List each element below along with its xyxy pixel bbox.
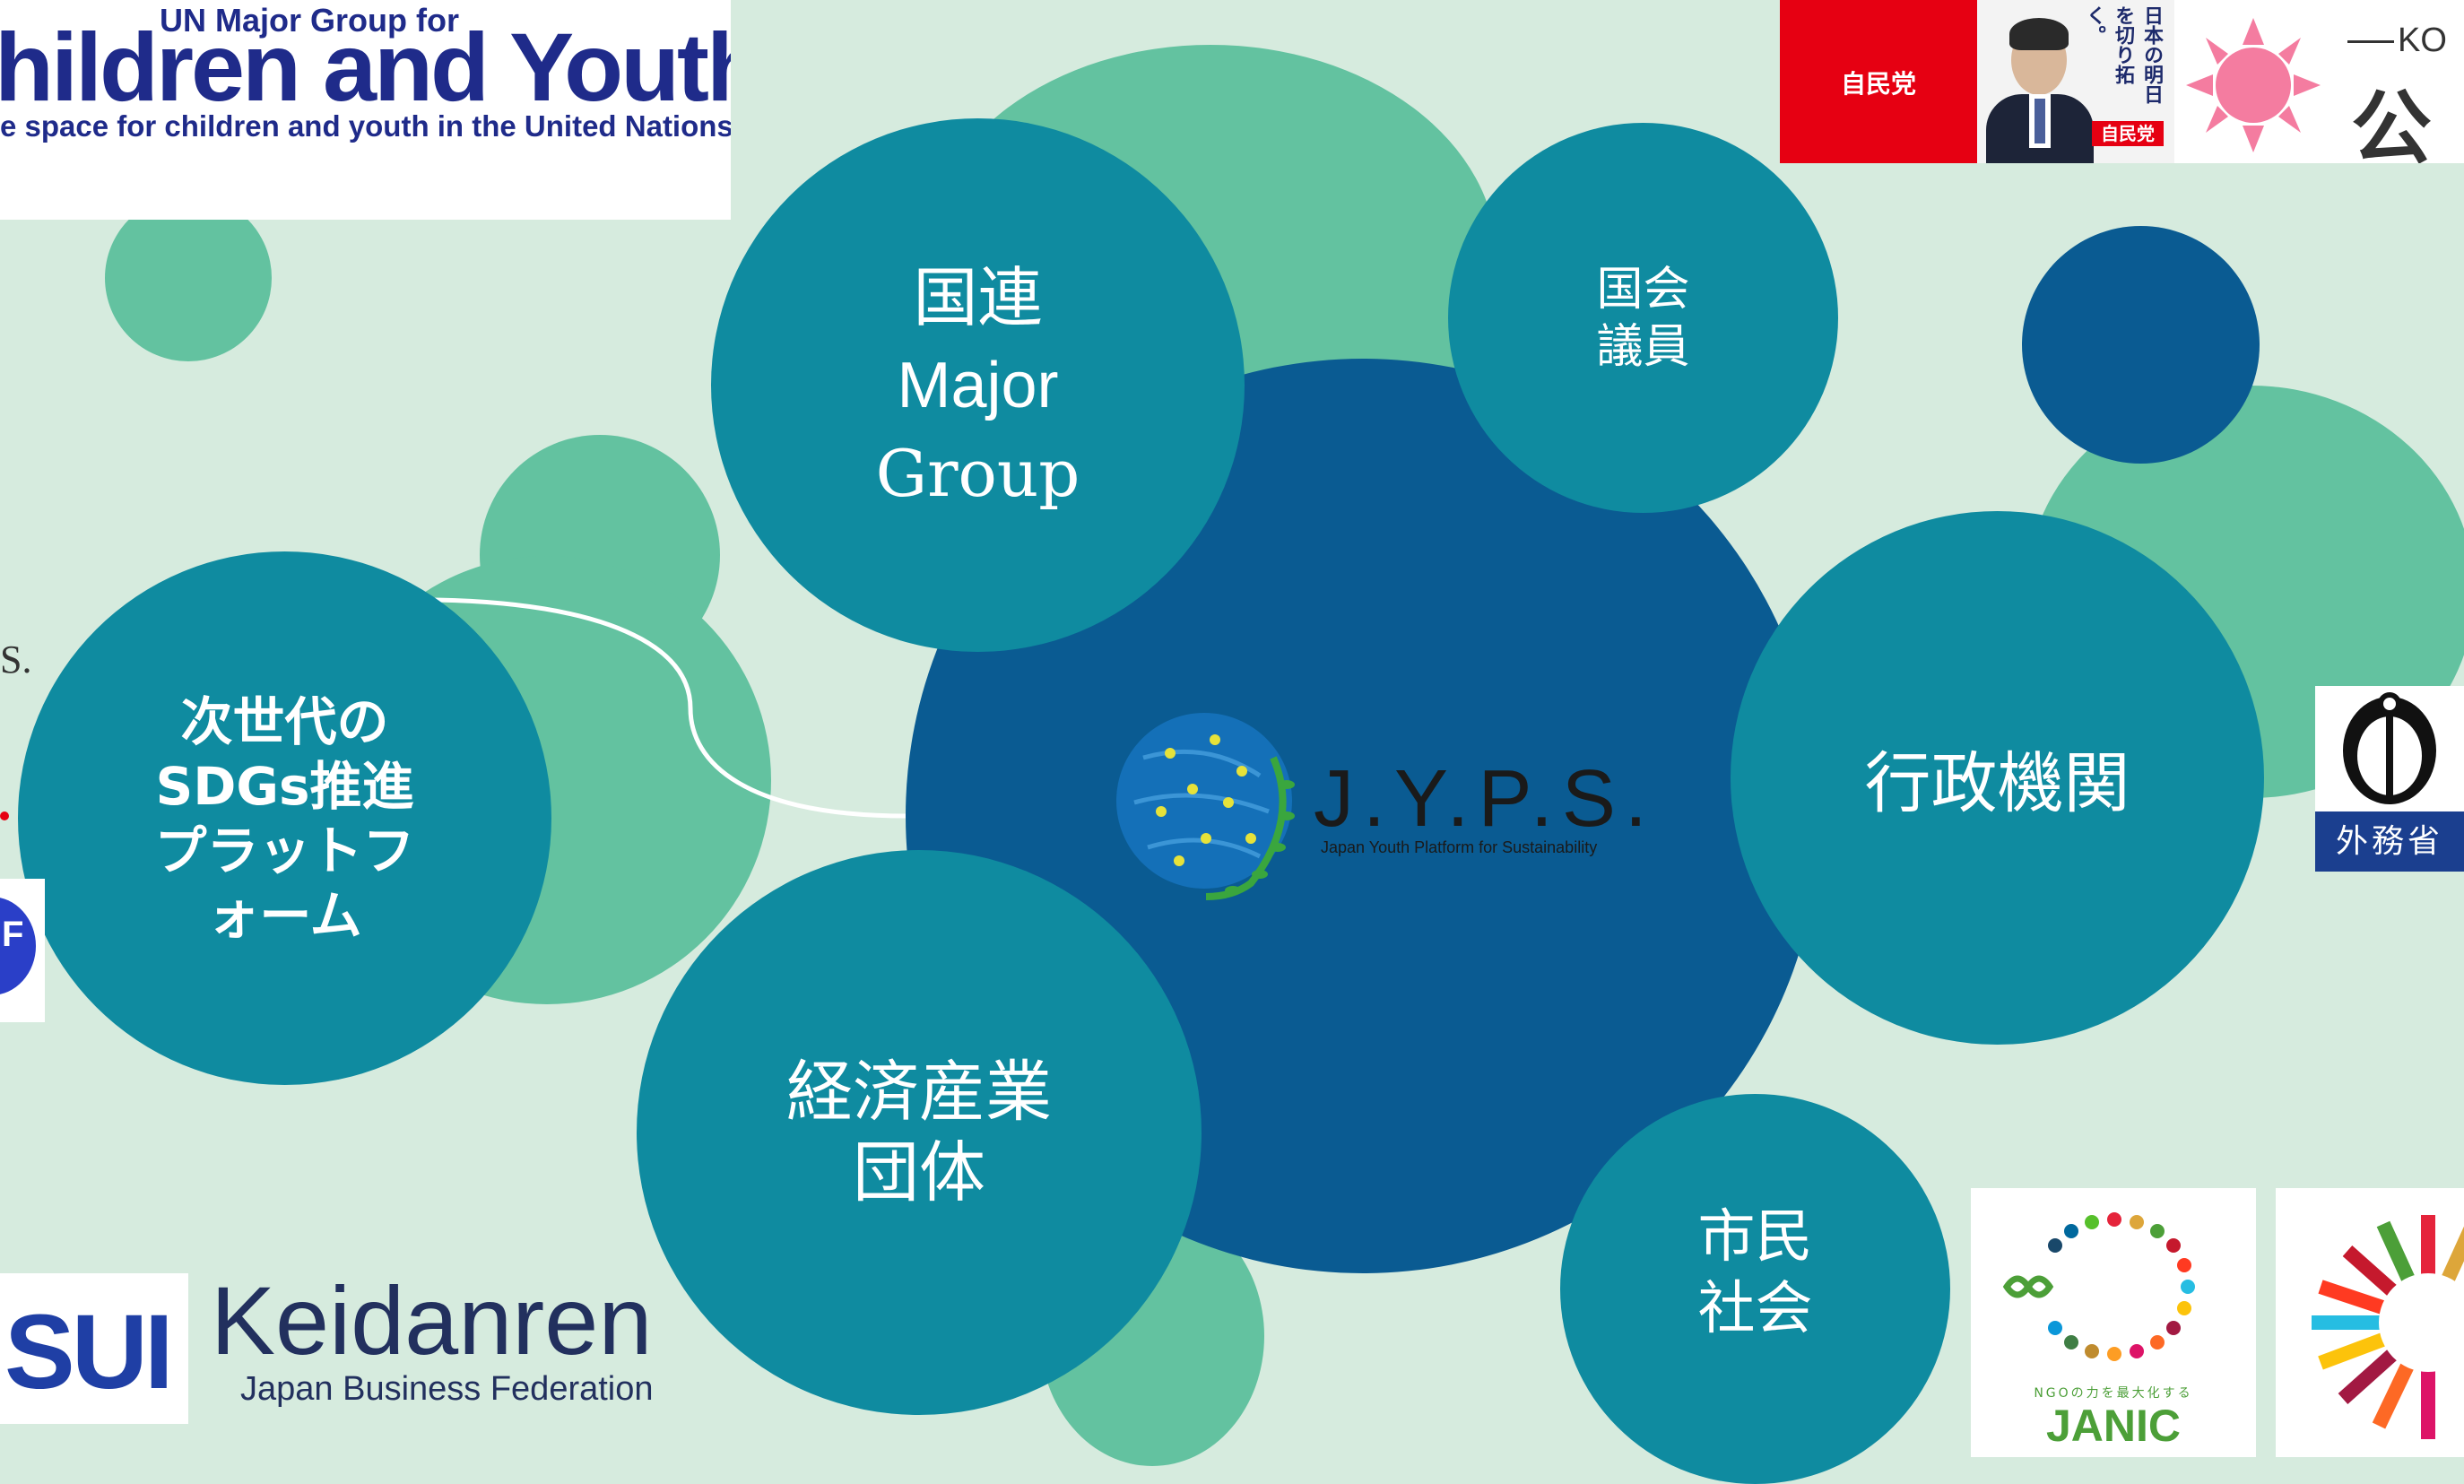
mofa-emblem-icon [2343,692,2436,804]
civil-line1: 市民 [1697,1204,1813,1271]
unmgcy-small: UN Major Group for [160,2,459,39]
diet-line1: 国会 [1596,262,1690,317]
un-line3: Group [875,435,1080,511]
edge-logo-1: S. [0,638,32,681]
komei-big: 公 [2351,82,2432,163]
komei-line [2347,40,2394,43]
edge-red-dot [0,811,9,820]
ldp-mark: 自民党 [1840,69,1916,99]
keidanren-sub: Japan Business Federation [240,1370,654,1408]
node-biz-label: 経済産業 団体 [637,850,1202,1415]
janic-ring-icon [2002,1212,2195,1361]
komei-sun-logo [2174,0,2331,163]
mofa-label: 外務省 [2315,811,2464,872]
edge-logo-2: F [0,879,45,1022]
node-un-label: 国連 Major Group [711,118,1245,652]
janic-name: JANIC [2045,1401,2182,1451]
keidanren-name: Keidanren [211,1266,653,1375]
komei-top: KO [2398,22,2447,59]
sdgs-wheel-logo [2276,1188,2464,1457]
keidanren-left-text: SUI [4,1293,174,1411]
unmgcy-tag: e space for children and youth in the Un… [0,109,731,143]
edge-logo-2-text: F [2,915,24,954]
deco-circle-small-left [105,195,272,361]
biz-line1: 経済産業 [786,1054,1052,1131]
mofa-logo: 外務省 [2315,686,2464,872]
diet-line2: 議員 [1596,319,1690,374]
un-line2: Major [897,349,1059,421]
globe-icon [1116,713,1295,900]
node-gov-label: 行政機関 [1731,511,2264,1045]
node-diet-members [1448,123,1838,513]
ldp-poster: 日本の明日を切り拓く。 自民党 [1977,0,2174,163]
janic-logo: NGOの力を最大化する JANIC [1971,1188,2256,1457]
keidanren-logo: SUI [0,1273,188,1424]
node-youth-platform [18,551,551,1085]
youth-line3: プラットフ [154,820,415,881]
node-business-groups [637,850,1202,1415]
node-government [1731,511,2264,1045]
youth-line1: 次世代の [180,690,389,752]
ldp-poster-text: 日本の明日を切り拓く。 [2083,5,2163,104]
node-civil-label: 市民 社会 [1560,1094,1950,1453]
node-diet-label: 国会 議員 [1448,123,1838,513]
node-youth-label: 次世代の SDGs推進 プラットフ ォーム [18,551,551,1085]
ldp-logo: 自民党 [1780,0,1977,163]
biz-line2: 団体 [853,1134,985,1211]
jyps-name: J.Y.P.S. [1314,754,1656,844]
ldp-poster-badge: 自民党 [2092,121,2164,146]
person-portrait [1986,9,2094,163]
unmgcy-logo: UN Major Group for hildren and Youth e s… [0,0,731,220]
janic-tag: NGOの力を最大化する [2034,1386,2193,1401]
jyps-subtitle: Japan Youth Platform for Sustainability [1321,838,1598,856]
youth-line4: ォーム [207,884,362,946]
un-line1: 国連 [913,259,1043,335]
node-civil-society [1560,1094,1950,1484]
jyps-logo: J.Y.P.S. Japan Youth Platform for Sustai… [1107,704,1647,910]
sdgs-wheel-icon [2312,1215,2464,1439]
unmgcy-big: hildren and Youth [0,13,731,121]
sun-icon [2186,18,2321,152]
gov-label: 行政機関 [1864,745,2130,822]
deco-circle-navy-small [2022,226,2260,464]
komei-logo: KO 公 [2331,0,2464,163]
civil-line2: 社会 [1697,1276,1813,1342]
node-un-major-group [711,118,1245,652]
youth-line2: SDGs推進 [155,755,414,817]
